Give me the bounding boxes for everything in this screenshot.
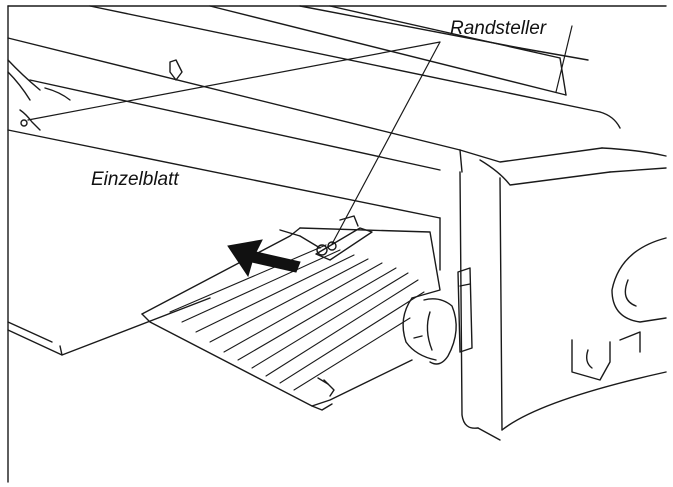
single-sheet-paper: [7, 129, 441, 356]
tray-ribs: [169, 244, 425, 391]
printer-top-cover: [7, 5, 621, 173]
margin-setter-slider: [279, 215, 373, 261]
leader-lines: [27, 25, 573, 245]
feed-direction-arrow: [227, 239, 301, 278]
paper-guide-tray: [141, 227, 441, 411]
guide-roller: [402, 297, 457, 365]
printer-right-body: [457, 147, 667, 441]
label-margin-setter: Randsteller: [450, 18, 547, 39]
label-single-sheet: Einzelblatt: [91, 169, 179, 190]
